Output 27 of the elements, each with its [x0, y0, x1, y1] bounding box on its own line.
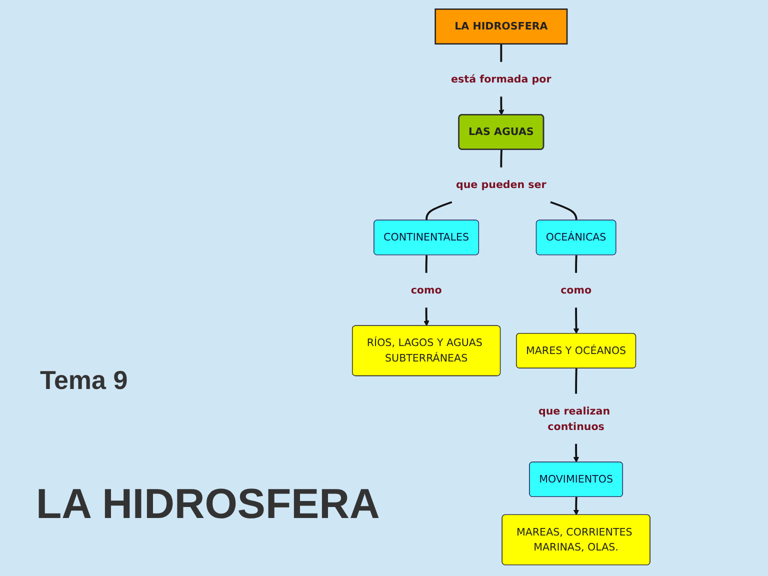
connector-line — [426, 201, 452, 220]
linking-phrase: como — [560, 284, 592, 296]
connector-line — [575, 368, 578, 394]
subtitle-label: Tema 9 — [40, 365, 128, 396]
connector-line — [573, 308, 580, 334]
connector-line — [573, 444, 580, 463]
concept-box: LA HIDROSFERA — [434, 8, 568, 45]
title: LA HIDROSFERA — [36, 480, 380, 528]
concept-box: MOVIMIENTOS — [529, 462, 623, 497]
connector-line — [500, 44, 502, 62]
connector-line — [425, 255, 428, 273]
concept-box: MARES Y OCÉANOS — [516, 332, 636, 368]
linking-phrase: que realizan continuos — [538, 404, 610, 432]
linking-phrase: que pueden ser — [456, 178, 546, 191]
concept-box: LAS AGUAS — [458, 114, 544, 150]
concept-box: CONTINENTALES — [374, 220, 480, 256]
connector-line — [424, 308, 430, 326]
concept-box: RÍOS, LAGOS Y AGUAS SUBTERRÁNEAS — [352, 325, 501, 376]
concept-box: MAREAS, CORRIENTES MARINAS, OLAS. — [502, 514, 650, 566]
connector-line — [498, 96, 504, 116]
connector-line — [550, 201, 578, 220]
linking-phrase: está formada por — [451, 72, 552, 86]
connector-line — [573, 496, 580, 516]
connector-line — [575, 255, 578, 273]
concept-box: OCEÁNICAS — [536, 220, 616, 256]
connector-line — [500, 150, 502, 168]
linking-phrase: como — [410, 284, 442, 296]
